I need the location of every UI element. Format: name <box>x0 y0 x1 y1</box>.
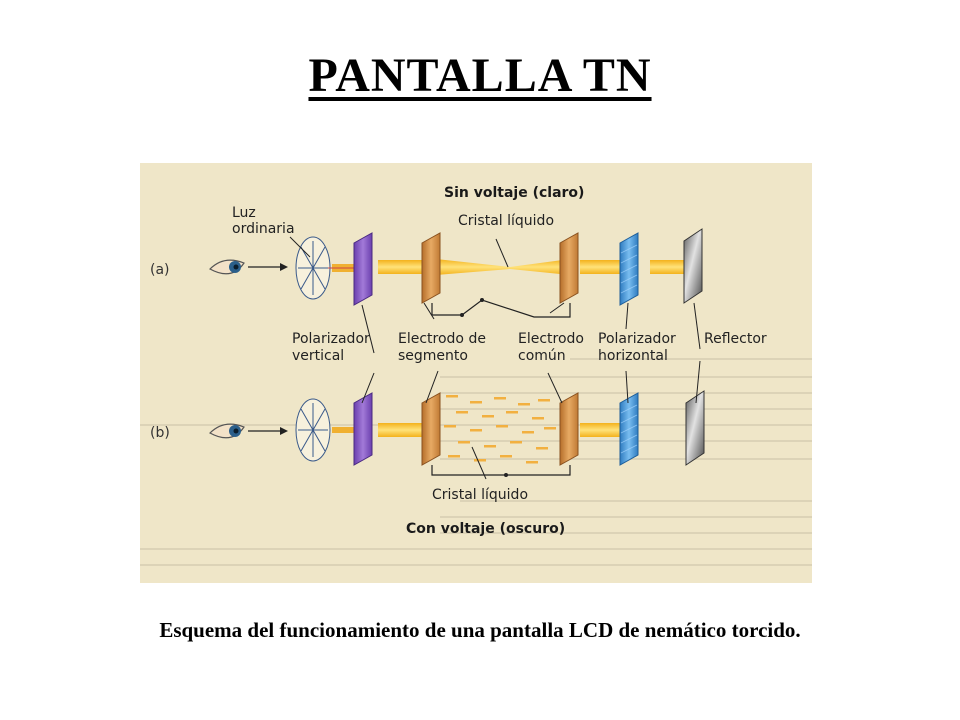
light-beam-a-twist-2 <box>510 259 570 275</box>
label-light-line1: Luz <box>232 205 256 221</box>
segment-electrode-a <box>421 232 441 304</box>
light-beam-a-2 <box>378 260 426 274</box>
liquid-crystal-molecules-b <box>444 395 556 464</box>
label-row-a: (a) <box>150 262 170 278</box>
label-segment-electrode-line2: segmento <box>398 348 468 364</box>
reflector-b <box>685 390 705 466</box>
common-electrode-a <box>559 232 579 304</box>
label-common-electrode-line1: Electrodo <box>518 331 584 347</box>
light-beam-b-1 <box>332 427 362 433</box>
tn-lcd-diagram: Sin voltaje (claro) Cristal líquido Luz … <box>140 163 812 583</box>
label-reflector: Reflector <box>704 331 767 347</box>
horizontal-polarizer-b-lines <box>620 404 638 454</box>
label-liquid-crystal-top: Cristal líquido <box>458 213 554 229</box>
label-row-b: (b) <box>150 425 170 441</box>
unpolarized-light-a-icon <box>295 236 331 300</box>
light-beam-b-2 <box>378 423 426 437</box>
label-segment-electrode-line1: Electrodo de <box>398 331 486 347</box>
label-vertical-polarizer-line2: vertical <box>292 348 344 364</box>
arrow-a-head <box>280 263 288 271</box>
reflector-a <box>683 228 703 304</box>
label-light-line2: ordinaria <box>232 221 295 237</box>
vertical-polarizer-a <box>353 232 373 306</box>
label-liquid-crystal-bottom: Cristal líquido <box>432 487 528 503</box>
label-horizontal-polarizer-line2: horizontal <box>598 348 668 364</box>
eye-a-icon <box>209 259 245 275</box>
eye-b-icon <box>209 423 245 439</box>
arrow-b-head <box>280 427 288 435</box>
light-beam-a-twist-1 <box>436 259 510 275</box>
vertical-polarizer-b <box>353 392 373 466</box>
light-beam-a-4 <box>650 260 694 274</box>
label-vertical-polarizer-line1: Polarizador <box>292 331 370 347</box>
light-beam-a-3 <box>580 260 622 274</box>
diagram-svg: Sin voltaje (claro) Cristal líquido Luz … <box>140 163 812 583</box>
page-title: PANTALLA TN <box>308 49 652 102</box>
figure-caption: Esquema del funcionamiento de una pantal… <box>159 618 801 642</box>
segment-electrode-b <box>421 392 441 466</box>
switch-contact-b <box>504 473 508 477</box>
switch-contact-a-2 <box>480 298 484 302</box>
label-horizontal-polarizer-line1: Polarizador <box>598 331 676 347</box>
common-electrode-b <box>559 392 579 466</box>
heading-with-voltage: Con voltaje (oscuro) <box>406 521 565 537</box>
horizontal-polarizer-a-lines <box>620 244 638 294</box>
unpolarized-light-b-icon <box>295 398 331 462</box>
heading-no-voltage: Sin voltaje (claro) <box>444 185 584 201</box>
light-beam-b-3 <box>580 423 622 437</box>
leader-lines <box>289 236 701 480</box>
switch-contact-a-1 <box>460 313 464 317</box>
label-common-electrode-line2: común <box>518 348 566 364</box>
